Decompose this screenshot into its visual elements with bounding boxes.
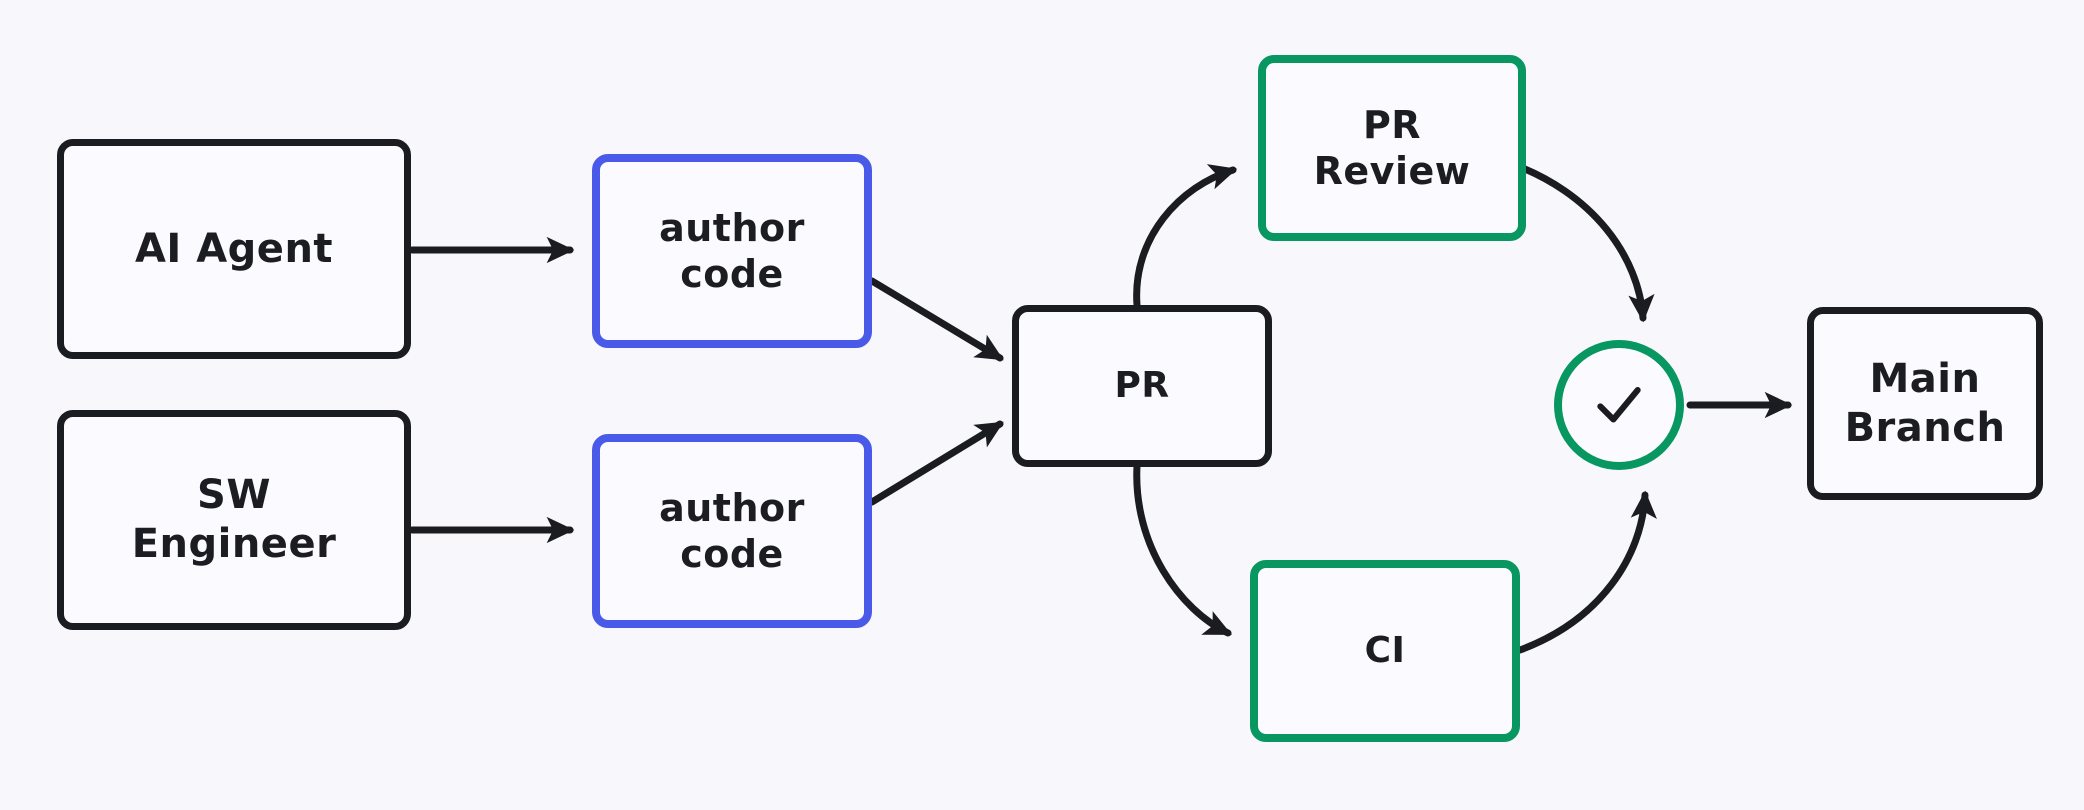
edge-pr-to-pr-review: [1133, 164, 1238, 309]
node-pr-review[interactable]: PR Review: [1258, 55, 1526, 241]
node-author-code-ai[interactable]: author code: [592, 154, 872, 348]
node-ci-label: CI: [1364, 630, 1406, 672]
node-pr-review-label: PR Review: [1313, 102, 1471, 193]
node-sw-engineer-label: SW Engineer: [131, 472, 337, 567]
node-pr-label: PR: [1114, 365, 1170, 407]
node-author-code-human[interactable]: author code: [592, 434, 872, 628]
node-main-branch[interactable]: Main Branch: [1807, 307, 2043, 500]
node-ai-agent-label: AI Agent: [134, 225, 334, 272]
node-pr[interactable]: PR: [1012, 305, 1272, 467]
node-sw-engineer[interactable]: SW Engineer: [57, 410, 411, 630]
edge-pr-review-to-check: [1503, 158, 1655, 323]
node-author-code-ai-label: author code: [659, 205, 805, 296]
node-ai-agent[interactable]: AI Agent: [57, 139, 411, 359]
node-main-branch-label: Main Branch: [1844, 355, 2006, 451]
check-icon: [1597, 387, 1641, 423]
node-author-code-human-label: author code: [659, 485, 805, 576]
node-ci[interactable]: CI: [1250, 560, 1520, 742]
edge-ci-to-check: [1516, 490, 1657, 654]
edge-author-code-to-pr-bottom: [868, 420, 1004, 506]
edge-pr-to-ci: [1133, 462, 1232, 637]
edge-author-code-to-pr-top: [868, 277, 1004, 362]
node-approval-check[interactable]: [1554, 340, 1684, 470]
